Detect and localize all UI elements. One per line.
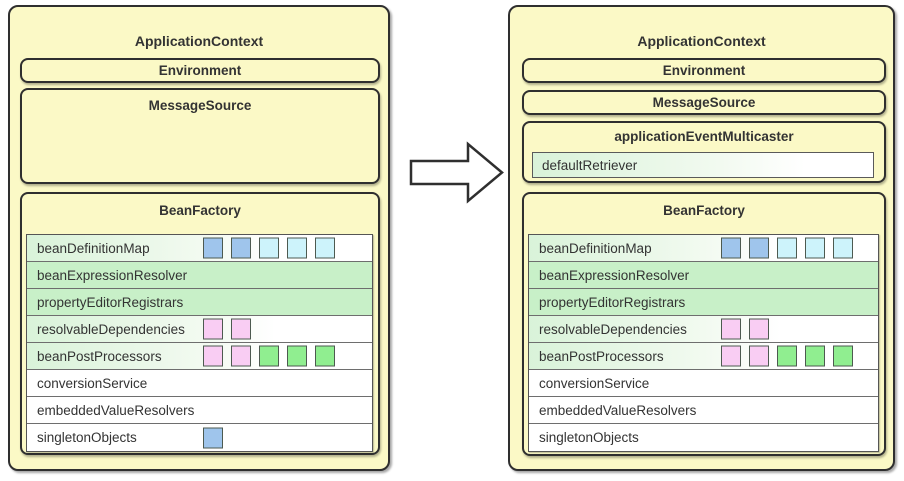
cyan-bean-square-icon	[833, 237, 853, 259]
row-label: resolvableDependencies	[37, 321, 185, 337]
pink-bean-square-icon	[749, 345, 769, 367]
message-source-title: MessageSource	[148, 98, 252, 113]
transition-arrow-icon	[409, 141, 504, 204]
row-label: resolvableDependencies	[539, 321, 687, 337]
green-bean-square-icon	[315, 345, 335, 367]
green-bean-square-icon	[259, 345, 279, 367]
row-label: conversionService	[37, 375, 148, 391]
row-squares	[203, 318, 251, 340]
row-squares	[203, 427, 223, 448]
bean-factory-row-beanExpressionResolver: beanExpressionResolver	[27, 262, 372, 289]
blue-bean-square-icon	[721, 237, 741, 259]
row-squares	[721, 318, 769, 340]
bean-factory-row-beanExpressionResolver: beanExpressionResolver	[529, 262, 878, 289]
blue-bean-square-icon	[203, 427, 223, 448]
row-label: beanDefinitionMap	[37, 240, 150, 256]
page-title: ApplicationContext	[134, 33, 264, 49]
row-label: beanPostProcessors	[37, 348, 162, 364]
row-label: beanExpressionResolver	[37, 267, 188, 283]
cyan-bean-square-icon	[259, 237, 279, 259]
default-retriever-row: defaultRetriever	[532, 152, 874, 178]
application-context-panel-before: ApplicationContext Environment MessageSo…	[8, 5, 390, 471]
bean-factory-row-beanPostProcessors: beanPostProcessors	[27, 343, 372, 370]
environment-box: Environment	[20, 58, 380, 83]
bean-factory-row-conversionService: conversionService	[27, 370, 372, 397]
row-squares	[203, 345, 335, 367]
application-event-multicaster-title: applicationEventMulticaster	[614, 129, 794, 144]
bean-factory-row-beanPostProcessors: beanPostProcessors	[529, 343, 878, 370]
bean-factory-row-beanDefinitionMap: beanDefinitionMap	[27, 235, 372, 262]
bean-factory-box: BeanFactory beanDefinitionMap beanExpress…	[522, 192, 886, 456]
row-label: conversionService	[539, 375, 650, 391]
bean-factory-table: beanDefinitionMap beanExpressionResolver p…	[26, 234, 373, 452]
blue-bean-square-icon	[749, 237, 769, 259]
pink-bean-square-icon	[721, 345, 741, 367]
bean-factory-row-resolvableDependencies: resolvableDependencies	[27, 316, 372, 343]
row-label: defaultRetriever	[542, 157, 638, 173]
bean-factory-row-embeddedValueResolvers: embeddedValueResolvers	[529, 397, 878, 424]
blue-bean-square-icon	[231, 237, 251, 259]
cyan-bean-square-icon	[315, 237, 335, 259]
row-label: singletonObjects	[37, 430, 137, 445]
green-bean-square-icon	[777, 345, 797, 367]
message-source-title: MessageSource	[652, 95, 756, 110]
row-label: beanPostProcessors	[539, 348, 664, 364]
page-title: ApplicationContext	[637, 33, 766, 49]
row-label: embeddedValueResolvers	[539, 402, 697, 418]
row-label: beanDefinitionMap	[539, 240, 652, 256]
message-source-box: MessageSource	[522, 90, 886, 115]
green-bean-square-icon	[287, 345, 307, 367]
pink-bean-square-icon	[231, 318, 251, 340]
bean-factory-row-embeddedValueResolvers: embeddedValueResolvers	[27, 397, 372, 424]
blue-bean-square-icon	[203, 237, 223, 259]
pink-bean-square-icon	[203, 345, 223, 367]
bean-factory-row-singletonObjects: singletonObjects	[27, 424, 372, 451]
environment-box: Environment	[522, 58, 886, 83]
pink-bean-square-icon	[721, 318, 741, 340]
environment-title: Environment	[158, 63, 242, 78]
row-label: beanExpressionResolver	[539, 267, 690, 283]
bean-factory-row-beanDefinitionMap: beanDefinitionMap	[529, 235, 878, 262]
row-label: propertyEditorRegistrars	[37, 294, 184, 310]
environment-title: Environment	[662, 63, 746, 78]
bean-factory-row-singletonObjects: singletonObjects	[529, 424, 878, 451]
cyan-bean-square-icon	[287, 237, 307, 259]
row-label: propertyEditorRegistrars	[539, 294, 686, 310]
bean-factory-row-conversionService: conversionService	[529, 370, 878, 397]
bean-factory-title: BeanFactory	[663, 203, 745, 218]
green-bean-square-icon	[805, 345, 825, 367]
pink-bean-square-icon	[203, 318, 223, 340]
application-event-multicaster-box: applicationEventMulticaster defaultRetri…	[522, 121, 886, 183]
message-source-box: MessageSource	[20, 88, 380, 184]
cyan-bean-square-icon	[805, 237, 825, 259]
bean-factory-table: beanDefinitionMap beanExpressionResolver p…	[528, 234, 879, 452]
cyan-bean-square-icon	[777, 237, 797, 259]
row-squares	[203, 237, 335, 259]
application-context-panel-after: ApplicationContext Environment MessageSo…	[508, 5, 895, 471]
pink-bean-square-icon	[749, 318, 769, 340]
row-label: singletonObjects	[539, 430, 639, 445]
row-squares	[721, 345, 853, 367]
pink-bean-square-icon	[231, 345, 251, 367]
bean-factory-row-propertyEditorRegistrars: propertyEditorRegistrars	[27, 289, 372, 316]
bean-factory-box: BeanFactory beanDefinitionMap beanExpress…	[20, 192, 380, 455]
bean-factory-row-propertyEditorRegistrars: propertyEditorRegistrars	[529, 289, 878, 316]
bean-factory-title: BeanFactory	[159, 203, 241, 218]
row-label: embeddedValueResolvers	[37, 402, 195, 418]
row-squares	[721, 237, 853, 259]
bean-factory-row-resolvableDependencies: resolvableDependencies	[529, 316, 878, 343]
green-bean-square-icon	[833, 345, 853, 367]
